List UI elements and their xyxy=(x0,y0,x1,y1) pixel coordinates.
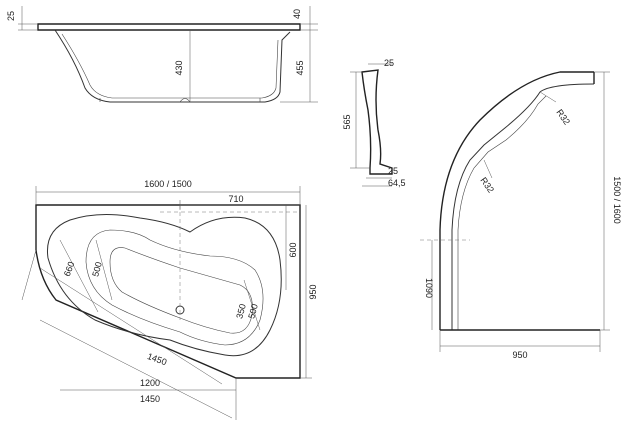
plan-outer-rim xyxy=(46,213,282,357)
side-view-seat xyxy=(99,98,261,103)
dim-line-drain xyxy=(243,279,261,331)
label-basin-length: 500 xyxy=(90,261,104,278)
side-view-inner xyxy=(61,33,279,99)
panel-inner-edge xyxy=(451,83,595,330)
dim-line-front-diagonal xyxy=(39,319,233,419)
plan-floor xyxy=(109,247,253,334)
profile-shape xyxy=(361,69,393,175)
label-total-height: 455 xyxy=(295,60,305,75)
dim-line-inner-diagonal xyxy=(39,267,223,385)
dim-line-basin-length xyxy=(95,239,113,301)
label-overall-depth: 950 xyxy=(308,284,318,299)
dim-line-basin-width xyxy=(59,239,99,313)
label-front-diagonal: 1450 xyxy=(140,394,160,404)
plan-outline xyxy=(35,204,301,379)
label-drain-offset-1: 350 xyxy=(234,303,248,320)
label-drain-offset-2: 500 xyxy=(246,303,260,320)
label-rim-height: 25 xyxy=(6,11,16,21)
label-offset-width: 710 xyxy=(228,194,243,204)
label-inner-diagonal: 1450 xyxy=(146,351,168,367)
label-profile-top: 25 xyxy=(384,58,394,68)
side-view-rim xyxy=(37,23,301,31)
label-panel-width: 950 xyxy=(512,350,527,360)
label-profile-foot: 64,5 xyxy=(388,178,406,188)
leader-upper-radius xyxy=(539,91,557,103)
dim-ext-diag-left xyxy=(21,249,37,301)
label-lower-radius: R32 xyxy=(478,175,496,194)
leader-lower-radius xyxy=(483,159,493,179)
label-rim-thickness: 40 xyxy=(292,9,302,19)
label-front-length: 1200 xyxy=(140,378,160,388)
panel-step xyxy=(457,95,547,330)
plan-view: 1600 / 1500 710 600 950 660 500 350 500 … xyxy=(21,179,318,420)
label-inner-depth: 430 xyxy=(174,60,184,75)
panel-view: R32 R32 1500 / 1600 1090 950 xyxy=(420,71,622,360)
label-upper-radius: R32 xyxy=(554,107,572,126)
profile-detail: 25 565 25 64,5 xyxy=(342,58,406,188)
label-head-depth: 600 xyxy=(288,242,298,257)
plan-inner-basin xyxy=(85,229,264,346)
label-side-height: 1090 xyxy=(424,278,434,298)
panel-outer-edge xyxy=(439,71,594,330)
label-profile-height: 565 xyxy=(342,114,352,129)
side-view: 25 40 430 455 xyxy=(6,6,318,103)
label-profile-bottom: 25 xyxy=(388,166,398,176)
side-view-shell xyxy=(54,29,291,103)
label-basin-width: 660 xyxy=(62,260,77,278)
label-panel-height: 1500 / 1600 xyxy=(612,176,622,224)
label-overall-width: 1600 / 1500 xyxy=(144,179,192,189)
